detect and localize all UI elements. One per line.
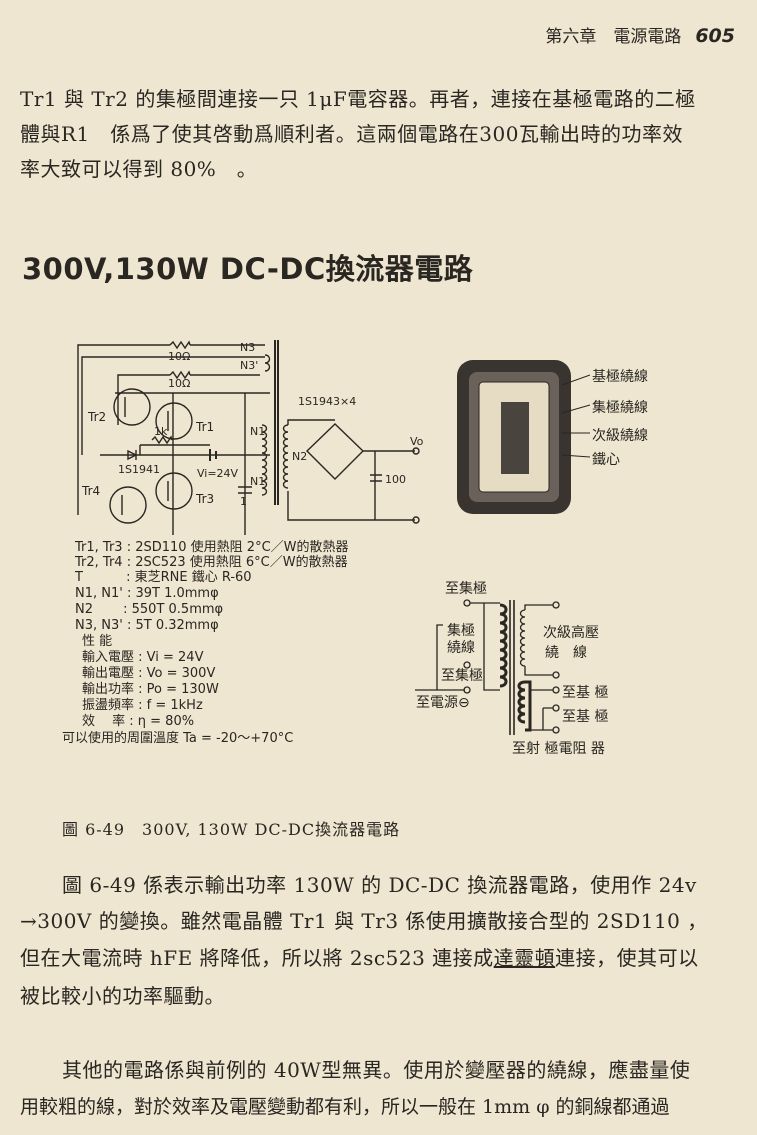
body-line: 其他的電路係與前例的 40W型無異。使用於變壓器的繞線，應盡量使 xyxy=(62,1058,691,1082)
capacitor-100uf xyxy=(370,474,382,482)
label-collector-winding: 繞線 xyxy=(447,640,475,656)
label-collector-winding: 集極繞線 xyxy=(592,400,648,416)
label: 1S1943×4 xyxy=(298,395,356,408)
body-line: 被比較小的功率驅動。 xyxy=(20,984,225,1008)
intro-line: 體與R1 係爲了使其啓動爲順利者。這兩個電路在300瓦輸出時的功率效 xyxy=(20,122,683,146)
winding-n1 xyxy=(261,424,268,496)
spec-line: N1, N1' : 39T 1.0mmφ xyxy=(75,586,219,601)
transistor-bases xyxy=(121,397,169,515)
label: 10Ω xyxy=(168,377,190,390)
label-to-emitter-resistor: 至射 極電阻 器 xyxy=(512,741,605,757)
label: Tr3 xyxy=(195,492,214,506)
output-terminal xyxy=(412,447,420,455)
converter-schematic: 10Ω 10Ω N3 N3' Tr2 Tr1 Tr4 Tr3 1k 1S1941… xyxy=(77,340,424,535)
spec-line: N3, N3' : 5T 0.32mmφ xyxy=(75,618,219,633)
label: 1S1941 xyxy=(118,463,160,476)
label: Tr2 xyxy=(87,410,106,424)
winding-n2 xyxy=(282,424,289,489)
label: 10Ω xyxy=(168,350,190,363)
transistor-tr2 xyxy=(113,388,151,426)
label-to-collector: 至集極 xyxy=(441,668,483,684)
label: 1k xyxy=(154,425,168,438)
spec-line: T : 東芝RNE 鐵心 R-60 xyxy=(75,570,252,585)
label: N3 xyxy=(240,341,255,354)
chapter-title: 第六章 電源電路 xyxy=(545,27,682,47)
label-to-collector: 至集極 xyxy=(445,581,487,597)
text: 連接，使其可以 xyxy=(555,946,699,970)
intro-line: Tr1 與 Tr2 的集極間連接一只 1μF電容器。再者，連接在基極電路的二極 xyxy=(20,87,696,111)
spec-line: Tr2, Tr4 : 2SC523 使用熱阻 6°C／W的散熱器 xyxy=(75,555,348,570)
leader-lines xyxy=(561,374,591,458)
wire xyxy=(115,392,270,535)
section-heading: 300V,130W DC-DC換流器電路 xyxy=(22,252,474,286)
core-cross-section xyxy=(457,360,571,514)
performance-line: 輸出功率 : Po = 130W xyxy=(82,682,219,697)
bridge-rectifier xyxy=(287,419,415,521)
label-collector-winding: 集極 xyxy=(447,623,475,639)
body-line: 但在大電流時 hFE 將降低，所以將 2sc523 連接成達靈頓連接，使其可以 xyxy=(20,942,699,971)
intro-line: 率大致可以得到 80% 。 xyxy=(20,157,258,181)
label-secondary-winding: 次級繞線 xyxy=(592,428,648,444)
label: N1 xyxy=(250,425,265,438)
wire xyxy=(81,356,265,455)
capacitor-1uf xyxy=(238,486,252,494)
performance-line: 輸出電壓 : Vo = 300V xyxy=(82,666,216,681)
spec-line: N2 : 550T 0.5mmφ xyxy=(75,602,224,617)
label: 100 xyxy=(385,473,406,486)
performance-line: 效 率 : η = 80% xyxy=(82,714,195,729)
transistor-tr3 xyxy=(155,472,193,510)
running-header: 第六章 電源電路 605 xyxy=(545,22,735,47)
label: Tr1 xyxy=(195,420,214,434)
resistor-10ohm-top xyxy=(169,340,191,350)
label-base-winding: 基極繞線 xyxy=(592,369,648,385)
label: 1 xyxy=(240,495,247,508)
ambient-temperature: 可以使用的周圍溫度 Ta = -20～+70°C xyxy=(62,731,294,746)
label-to-power-negative: 至電源⊖ xyxy=(416,695,470,711)
label: N3' xyxy=(240,359,258,372)
label-to-base: 至基 極 xyxy=(562,709,609,725)
winding-schematic xyxy=(415,599,560,735)
winding-n3 xyxy=(264,354,271,372)
label-core: 鐵心 xyxy=(592,452,620,468)
resistor-1k xyxy=(151,435,173,445)
label: Vo xyxy=(410,435,424,448)
diode-1s1941 xyxy=(127,449,138,461)
output-terminal xyxy=(412,516,420,524)
underlined-term: 達靈頓 xyxy=(493,946,556,970)
spec-line: Tr1, Tr3 : 2SD110 使用熱阻 2°C／W的散熱器 xyxy=(75,540,349,555)
label-secondary-hv: 繞 線 xyxy=(545,645,587,661)
transistor-tr4 xyxy=(109,486,147,524)
transistor-tr1 xyxy=(155,402,193,440)
battery-vin xyxy=(209,449,217,461)
body-line: 用較粗的線，對於效率及電壓變動都有利，所以一般在 1mm φ 的銅線都通過 xyxy=(20,1096,670,1118)
body-line: →300V 的變換。雖然電晶體 Tr1 與 Tr3 係使用擴散接合型的 2SD1… xyxy=(20,909,708,933)
resistor-10ohm-mid xyxy=(169,370,191,380)
performance-title: 性 能 xyxy=(82,634,113,649)
label-to-base: 至基 極 xyxy=(562,685,609,701)
figure-caption: 圖 6-49 300V, 130W DC-DC換流器電路 xyxy=(62,820,401,839)
performance-line: 輸入電壓 : Vi = 24V xyxy=(82,650,204,665)
text: 但在大電流時 hFE 將降低，所以將 2sc523 連接成 xyxy=(20,946,494,970)
body-line: 圖 6-49 係表示輸出功率 130W 的 DC-DC 換流器電路，使用作 24… xyxy=(62,873,697,897)
label: Vi=24V xyxy=(197,467,239,480)
label: N1' xyxy=(250,475,268,488)
label-secondary-hv: 次級高壓 xyxy=(543,625,599,641)
transformer-core xyxy=(274,340,279,505)
label: Tr4 xyxy=(81,484,100,498)
label: N2 xyxy=(292,450,307,463)
wire xyxy=(77,344,265,515)
page-number: 605 xyxy=(695,25,735,47)
performance-line: 振盪頻率 : f = 1kHz xyxy=(82,698,203,713)
